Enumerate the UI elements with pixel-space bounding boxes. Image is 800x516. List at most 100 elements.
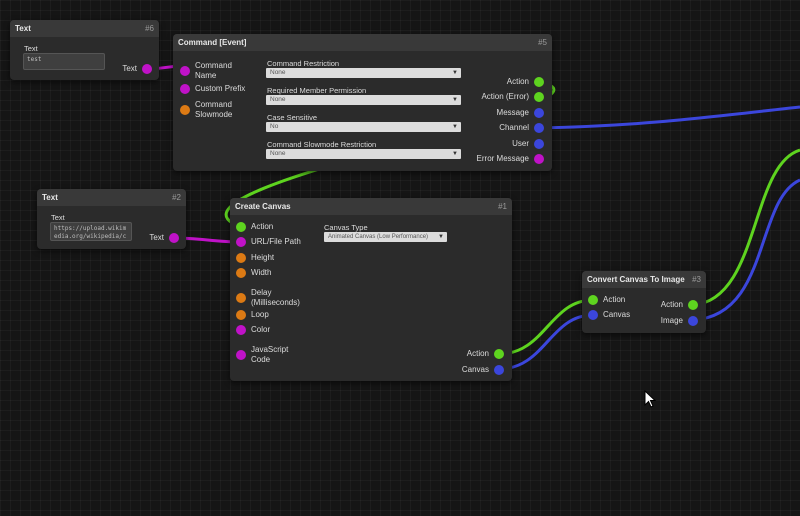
- port-dot[interactable]: [534, 139, 544, 149]
- wire-convert-image-offscreen: [692, 178, 800, 322]
- node-id: #6: [145, 24, 154, 33]
- output-channel[interactable]: Channel: [499, 123, 544, 133]
- canvas-type-label: Canvas Type: [324, 223, 368, 232]
- convert-canvas-to-image-node-3[interactable]: Convert Canvas To Image #3 Action Canvas…: [582, 271, 706, 333]
- port-label: Action: [251, 222, 274, 231]
- slowmode-restriction-select[interactable]: None ▼: [266, 149, 461, 159]
- output-action[interactable]: Action: [507, 77, 544, 87]
- port-label: Image: [660, 316, 683, 325]
- text-input[interactable]: https://upload.wikimedia.org/wikipedia/c: [50, 222, 132, 241]
- text-field-label: Text: [51, 213, 65, 222]
- input-url-file-path[interactable]: URL/File Path: [236, 237, 301, 247]
- port-dot[interactable]: [588, 295, 598, 305]
- select-value: No: [270, 123, 279, 130]
- port-dot[interactable]: [169, 233, 179, 243]
- text-node-2[interactable]: Text #2 Text https://upload.wikimedia.or…: [37, 189, 186, 249]
- output-text[interactable]: Text: [149, 233, 179, 243]
- command-restriction-label: Command Restriction: [267, 59, 340, 68]
- port-dot[interactable]: [534, 108, 544, 118]
- text-node-6[interactable]: Text #6 Text test Text: [10, 20, 159, 80]
- output-error-message[interactable]: Error Message: [477, 154, 544, 164]
- port-label: Channel: [499, 123, 529, 132]
- command-restriction-select[interactable]: None ▼: [266, 68, 461, 78]
- node-header[interactable]: Text #2: [37, 189, 186, 206]
- output-text[interactable]: Text: [122, 64, 152, 74]
- port-label: Canvas: [603, 310, 631, 319]
- canvas-type-select[interactable]: Animated Canvas (Low Performance) ▼: [324, 232, 447, 242]
- slowmode-restriction-label: Command Slowmode Restriction: [267, 140, 377, 149]
- input-loop[interactable]: Loop: [236, 310, 269, 320]
- port-dot[interactable]: [180, 105, 190, 115]
- port-label: Loop: [251, 310, 269, 319]
- select-value: None: [270, 150, 286, 157]
- port-dot[interactable]: [534, 77, 544, 87]
- port-dot[interactable]: [180, 84, 190, 94]
- input-delay[interactable]: Delay (Milliseconds): [236, 288, 309, 308]
- create-canvas-node-1[interactable]: Create Canvas #1 Action URL/File Path He…: [230, 198, 512, 381]
- node-header[interactable]: Text #6: [10, 20, 159, 37]
- case-sensitive-select[interactable]: No ▼: [266, 122, 461, 132]
- chevron-down-icon: ▼: [452, 70, 458, 76]
- port-dot[interactable]: [494, 349, 504, 359]
- port-dot[interactable]: [236, 222, 246, 232]
- port-label: Action: [603, 295, 626, 304]
- port-dot[interactable]: [236, 325, 246, 335]
- output-image[interactable]: Image: [661, 316, 698, 326]
- command-event-node-5[interactable]: Command [Event] #5 Command Name Custom P…: [173, 34, 552, 171]
- output-action-error[interactable]: Action (Error): [481, 92, 544, 102]
- output-action[interactable]: Action: [467, 349, 504, 359]
- node-header[interactable]: Command [Event] #5: [173, 34, 552, 51]
- port-dot[interactable]: [534, 92, 544, 102]
- port-dot[interactable]: [236, 253, 246, 263]
- input-canvas[interactable]: Canvas: [588, 310, 630, 320]
- input-action[interactable]: Action: [236, 222, 273, 232]
- port-label: Width: [251, 268, 272, 277]
- chevron-down-icon: ▼: [452, 97, 458, 103]
- port-dot[interactable]: [142, 64, 152, 74]
- input-command-slowmode[interactable]: Command Slowmode: [180, 100, 243, 120]
- output-user[interactable]: User: [512, 139, 544, 149]
- node-id: #2: [172, 193, 181, 202]
- port-dot[interactable]: [236, 268, 246, 278]
- wire-command-channel-offscreen: [538, 105, 800, 130]
- port-label: Command Name: [195, 61, 232, 80]
- output-canvas[interactable]: Canvas: [462, 365, 504, 375]
- mouse-pointer-icon: [644, 390, 656, 408]
- port-dot[interactable]: [688, 300, 698, 310]
- case-sensitive-label: Case Sensitive: [267, 113, 318, 122]
- port-label: Custom Prefix: [195, 84, 246, 93]
- port-label: Height: [251, 253, 275, 262]
- node-title: Text: [15, 24, 31, 33]
- input-custom-prefix[interactable]: Custom Prefix: [180, 84, 245, 94]
- input-command-name[interactable]: Command Name: [180, 61, 243, 81]
- port-label: URL/File Path: [251, 237, 301, 246]
- port-label: Text: [149, 233, 164, 242]
- port-dot[interactable]: [180, 66, 190, 76]
- port-dot[interactable]: [534, 123, 544, 133]
- node-header[interactable]: Create Canvas #1: [230, 198, 512, 215]
- output-action[interactable]: Action: [661, 300, 698, 310]
- required-permission-select[interactable]: None ▼: [266, 95, 461, 105]
- input-color[interactable]: Color: [236, 325, 270, 335]
- output-message[interactable]: Message: [497, 108, 544, 118]
- select-value: None: [270, 69, 286, 76]
- port-label: User: [512, 139, 529, 148]
- input-width[interactable]: Width: [236, 268, 271, 278]
- port-dot[interactable]: [236, 350, 246, 360]
- input-action[interactable]: Action: [588, 295, 625, 305]
- port-dot[interactable]: [588, 310, 598, 320]
- port-dot[interactable]: [236, 237, 246, 247]
- chevron-down-icon: ▼: [452, 151, 458, 157]
- node-title: Create Canvas: [235, 202, 291, 211]
- port-dot[interactable]: [688, 316, 698, 326]
- input-height[interactable]: Height: [236, 253, 274, 263]
- port-dot[interactable]: [494, 365, 504, 375]
- node-header[interactable]: Convert Canvas To Image #3: [582, 271, 706, 288]
- input-javascript-code[interactable]: JavaScript Code: [236, 345, 299, 365]
- text-input[interactable]: test: [23, 53, 105, 70]
- select-value: Animated Canvas (Low Performance): [328, 234, 429, 240]
- port-dot[interactable]: [236, 293, 246, 303]
- port-dot[interactable]: [236, 310, 246, 320]
- port-dot[interactable]: [534, 154, 544, 164]
- node-id: #5: [538, 38, 547, 47]
